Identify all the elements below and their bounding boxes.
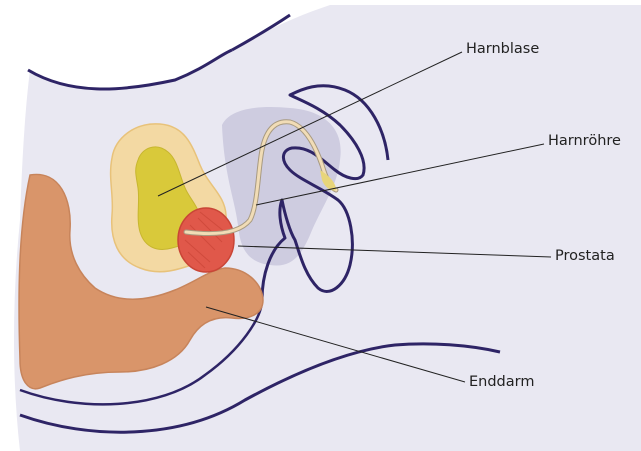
label-harnblase: Harnblase [466, 42, 539, 57]
prostate [178, 208, 234, 272]
body-region [14, 5, 641, 451]
label-harnroehre: Harnröhre [548, 134, 621, 149]
label-prostata: Prostata [555, 249, 615, 264]
label-enddarm: Enddarm [469, 375, 534, 390]
